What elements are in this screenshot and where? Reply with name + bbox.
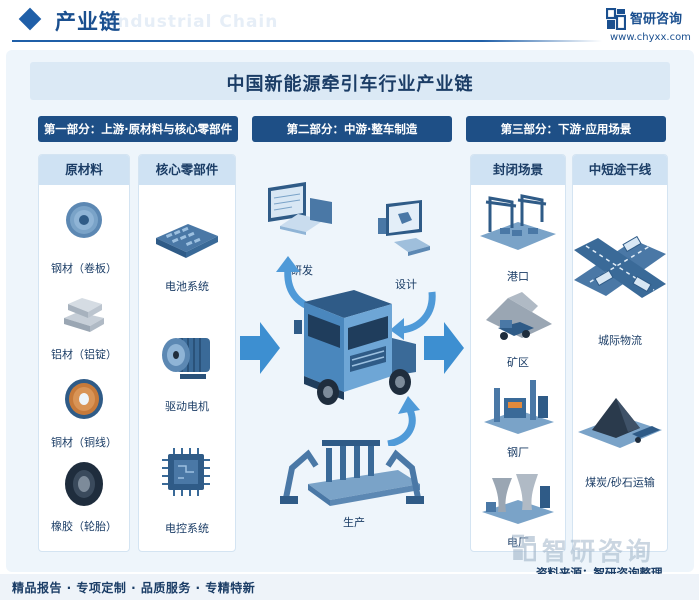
steel-coil-icon xyxy=(66,202,102,238)
copper-wire-icon xyxy=(65,379,103,419)
midstream-step-label: 设计 xyxy=(395,278,417,291)
closed-scene-label: 矿区 xyxy=(507,356,529,369)
closed-scene-label: 港口 xyxy=(507,270,529,283)
design-to-truck-arrow-icon xyxy=(390,291,436,340)
electric-motor-icon xyxy=(162,338,210,379)
design-computer-icon xyxy=(378,200,430,256)
watermark-text: 智研咨询 xyxy=(542,537,655,566)
aluminum-ingot-icon xyxy=(64,298,104,332)
section-midstream-header: 第二部分：中游·整车制造 xyxy=(252,116,452,142)
short-mid-route-label: 煤炭/砂石运输 xyxy=(585,476,655,489)
brand-name: 智研咨询 xyxy=(630,12,683,27)
main-title: 中国新能源牵引车行业产业链 xyxy=(226,74,474,95)
steel-plant-icon xyxy=(484,380,554,434)
section-upstream-header: 第一部分：上游·原材料与核心零部件 xyxy=(38,116,238,142)
core-part-label: 电池系统 xyxy=(165,280,209,293)
midstream-step-label: 生产 xyxy=(343,516,365,529)
page-footer: 精品报告 · 专项定制 · 品质服务 · 专精特新 xyxy=(0,574,699,600)
upstream-to-midstream-arrow-icon xyxy=(240,322,280,374)
midstream-to-downstream-arrow-icon xyxy=(424,322,464,374)
battery-pack-icon xyxy=(156,224,218,258)
mine-icon xyxy=(486,292,552,340)
controller-chip-icon xyxy=(162,448,210,496)
new-energy-tractor-truck-icon xyxy=(294,290,416,405)
closed-scenes-column: 封闭场景 xyxy=(470,154,566,552)
short-mid-route-label: 城际物流 xyxy=(598,334,642,347)
production-to-truck-arrow-icon xyxy=(387,396,420,446)
rd-computer-icon xyxy=(268,182,332,235)
raw-material-label: 钢材（卷板） xyxy=(51,262,117,275)
raw-material-label: 橡胶（轮胎） xyxy=(51,520,117,533)
main-title-bar: 中国新能源牵引车行业产业链 xyxy=(30,62,670,100)
closed-scenes-header: 封闭场景 xyxy=(471,155,565,185)
port-icon xyxy=(480,194,556,250)
core-part-label: 电控系统 xyxy=(165,522,209,535)
page-header: Industrial Chain 产业链 智研咨询 www.chyxx.com xyxy=(0,0,699,46)
raw-materials-header: 原材料 xyxy=(39,155,129,185)
brand-logo-icon xyxy=(606,8,626,30)
brand-url: www.chyxx.com xyxy=(610,32,691,43)
production-line-robot-icon xyxy=(280,440,424,506)
raw-material-label: 铝材（铝锭） xyxy=(51,348,117,361)
header-watermark: Industrial Chain xyxy=(110,12,279,32)
short-mid-routes-header: 中短途干线 xyxy=(573,155,667,185)
midstream-step-label: 研发 xyxy=(291,264,313,277)
core-part-label: 驱动电机 xyxy=(165,400,209,413)
header-diamond-icon xyxy=(18,7,42,31)
header-rule-fade xyxy=(482,40,602,42)
short-mid-routes-column: 中短途干线 xyxy=(572,154,668,552)
raw-material-label: 铜材（铜线） xyxy=(51,436,117,449)
header-title: 产业链 xyxy=(55,10,121,34)
section-downstream-header: 第三部分：下游·应用场景 xyxy=(466,116,666,142)
header-rule xyxy=(12,40,482,42)
watermark-logo-icon xyxy=(512,534,536,562)
tire-icon xyxy=(65,462,103,506)
core-parts-header: 核心零部件 xyxy=(139,155,235,185)
footer-services: 精品报告 · 专项定制 · 品质服务 · 专精特新 xyxy=(12,581,256,595)
coal-gravel-transport-icon xyxy=(578,398,662,448)
closed-scene-label: 钢厂 xyxy=(507,446,529,459)
intercity-logistics-highway-icon xyxy=(574,235,666,298)
power-plant-icon xyxy=(482,474,554,524)
